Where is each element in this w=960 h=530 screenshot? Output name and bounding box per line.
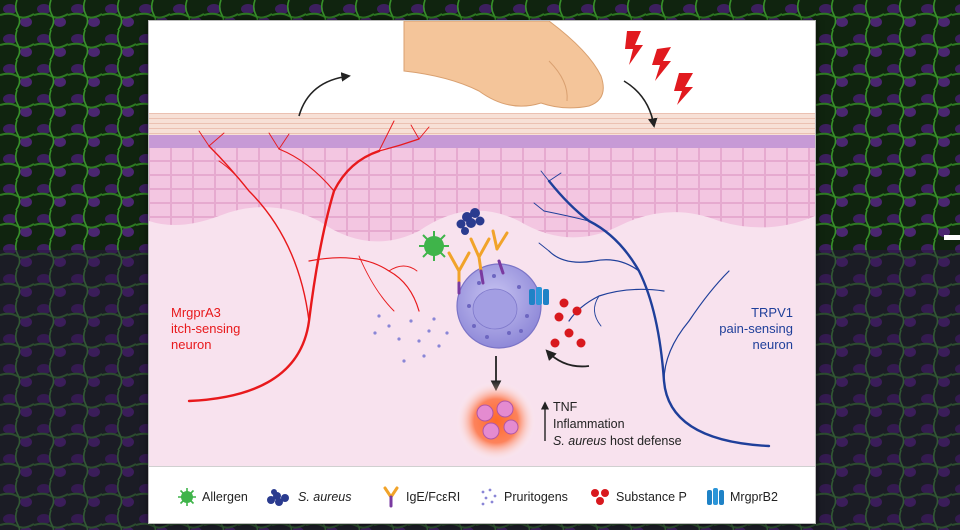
skin-diagram <box>149 21 815 466</box>
legend-ige: IgE/FcεRI <box>381 486 461 508</box>
legend-s-aureus: S. aureus <box>265 487 352 507</box>
substance-p-dots <box>550 298 586 348</box>
lightning-icon <box>625 31 693 105</box>
legend-pruritogens-label: Pruritogens <box>504 490 568 504</box>
legend-substance-p: Substance P <box>589 487 687 507</box>
pain-neuron-name: TRPV1 <box>751 305 793 320</box>
legend: Allergen S. aureus IgE/FcεRI <box>149 466 815 523</box>
scratch-arrow-right <box>623 80 658 128</box>
ige-receptors <box>447 229 509 285</box>
scale-mark <box>944 235 960 240</box>
effect-tnf: TNF <box>553 400 578 414</box>
epidermis <box>149 136 815 242</box>
s-aureus-icon <box>267 489 289 506</box>
legend-substance-p-label: Substance P <box>616 490 687 504</box>
granular-layer <box>149 134 815 148</box>
legend-mrgprb2-label: MrgprB2 <box>730 490 778 504</box>
effect-inflammation: Inflammation <box>553 417 625 431</box>
substance-p-icon <box>591 489 609 505</box>
itch-neuron <box>187 120 430 403</box>
pruritogen-icon <box>481 488 497 506</box>
itch-neuron-name: MrgprA3 <box>171 305 221 320</box>
allergen-icon <box>178 488 196 506</box>
legend-pruritogens: Pruritogens <box>479 487 568 507</box>
pain-neuron <box>533 170 771 448</box>
legend-ige-label: IgE/FcεRI <box>406 490 461 504</box>
pain-neuron-word: neuron <box>752 337 793 352</box>
fcer-tails <box>457 259 505 295</box>
legend-allergen: Allergen <box>177 487 248 507</box>
effect-host-defense: S. aureus host defense <box>553 433 682 450</box>
legend-allergen-label: Allergen <box>202 490 248 504</box>
effects-list: TNF Inflammation S. aureus host defense <box>553 399 682 450</box>
effect-host-defense-text: host defense <box>606 434 682 448</box>
itch-neuron-type: itch-sensing <box>171 321 241 336</box>
legend-mrgprb2: MrgprB2 <box>705 487 778 507</box>
s-aureus-cluster <box>456 208 485 235</box>
pain-neuron-label: TRPV1 pain-sensing neuron <box>719 305 793 353</box>
mrgprb2-icon <box>707 488 724 505</box>
figure-panel: MrgprA3 itch-sensing neuron TRPV1 pain-s… <box>148 20 816 524</box>
inflammation-glow <box>456 381 536 461</box>
stratum-corneum <box>149 113 815 135</box>
allergen <box>419 231 449 261</box>
release-arrow <box>545 349 590 368</box>
itch-neuron-word: neuron <box>171 337 212 352</box>
effect-species: S. aureus <box>553 434 607 448</box>
ige-icon <box>383 486 399 508</box>
mast-cell <box>456 263 542 349</box>
hand-icon <box>403 21 604 109</box>
mrgprb2-receptor <box>529 287 549 305</box>
legend-s-aureus-label: S. aureus <box>298 490 352 504</box>
pain-neuron-type: pain-sensing <box>719 321 793 336</box>
itch-neuron-label: MrgprA3 itch-sensing neuron <box>171 305 240 353</box>
pruritogen-dots <box>373 314 449 363</box>
scratch-arrow-left <box>298 72 351 117</box>
